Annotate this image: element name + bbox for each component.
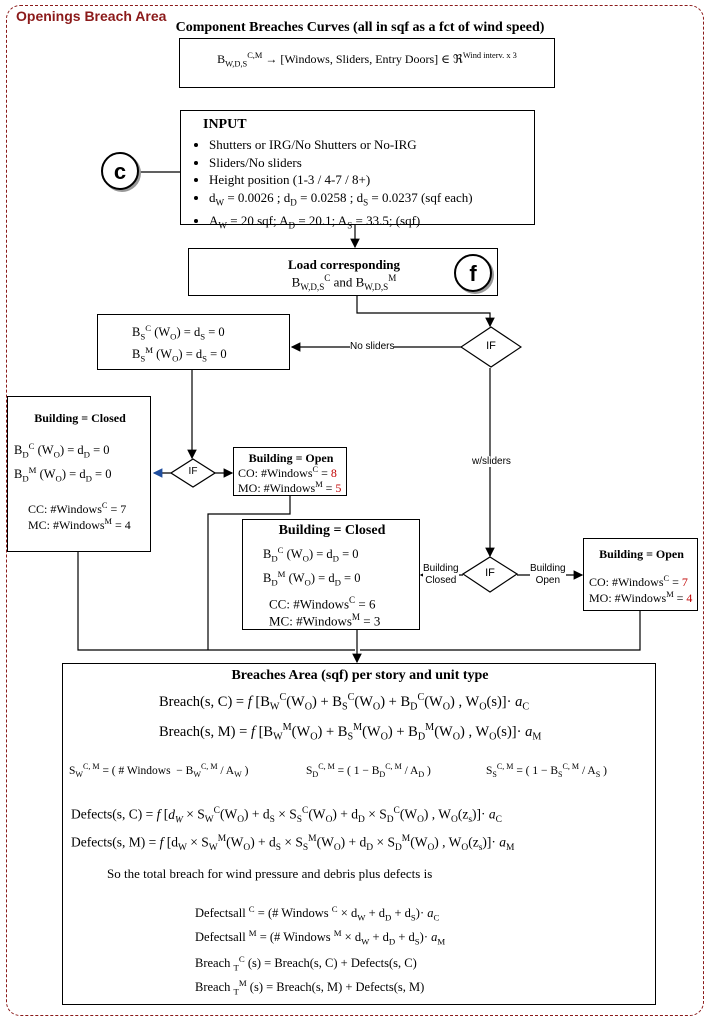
decision-if-left bbox=[170, 458, 216, 488]
input-item: Shutters or IRG/No Shutters or No-IRG bbox=[209, 136, 473, 154]
breaches-title: Breaches Area (sqf) per story and unit t… bbox=[231, 668, 489, 683]
closed-mid-mc: MC: #WindowsM = 3 bbox=[269, 612, 381, 629]
open-right-title: Building = Open bbox=[599, 547, 684, 561]
open-right-co: CO: #WindowsC = 7 bbox=[589, 574, 688, 589]
eq-defectsall-m: Defectsall M = (# Windows M × dW + dD + … bbox=[195, 928, 446, 947]
edge-label-building-closed: Building Closed bbox=[423, 563, 459, 587]
if-label: IF bbox=[486, 340, 496, 352]
open-left-mo: MO: #WindowsM = 5 bbox=[238, 480, 342, 495]
closed-left-mc: MC: #WindowsM = 4 bbox=[28, 517, 131, 532]
closed-mid-title: Building = Closed bbox=[278, 523, 386, 538]
open-right-mo: MO: #WindowsM = 4 bbox=[589, 590, 693, 605]
closed-left-box: Building = Closed BDC (WO) = dD = 0 BDM … bbox=[7, 396, 151, 552]
input-list: Shutters or IRG/No Shutters or No-IRG Sl… bbox=[187, 136, 473, 235]
sliders-box: BSC (WO) = dS = 0 BSM (WO) = dS = 0 bbox=[97, 314, 290, 370]
connector-f-circle: f bbox=[454, 254, 492, 292]
component-title: Component Breaches Curves (all in sqf as… bbox=[175, 20, 545, 35]
input-item: dW = 0.0026 ; dD = 0.0258 ; dS = 0.0237 … bbox=[209, 189, 473, 212]
eq-breach-total-m: Breach TM (s) = Breach(s, M) + Defects(s… bbox=[195, 978, 425, 997]
open-left-box: Building = Open CO: #WindowsC = 8 MO: #W… bbox=[233, 447, 347, 496]
eq-breach-m: Breach(s, M) = f [BWM(WO) + BSM(WO) + BD… bbox=[159, 722, 542, 743]
edge-label-building-open: Building Open bbox=[530, 563, 566, 587]
edge-label-w-sliders: w/sliders bbox=[472, 456, 511, 467]
closed-left-title: Building = Closed bbox=[34, 411, 126, 425]
closed-mid-cc: CC: #WindowsC = 6 bbox=[269, 595, 376, 612]
load-formula: BW,D,SC and BW,D,SM bbox=[291, 273, 397, 292]
if-label: IF bbox=[485, 567, 495, 579]
eq-breach-total-c: Breach TC (s) = Breach(s, C) + Defects(s… bbox=[195, 954, 417, 973]
frame-title: Openings Breach Area bbox=[16, 8, 167, 24]
input-item: AW = 20 sqf; AD = 20.1; AS = 33.5; (sqf) bbox=[209, 212, 473, 235]
outer-frame bbox=[6, 5, 704, 1016]
eq-ss: SSC, M = ( 1 − BSC, M / AS ) bbox=[486, 762, 607, 780]
closed-left-eq-c: BDC (WO) = dD = 0 bbox=[14, 441, 110, 460]
eq-defects-c: Defects(s, C) = f [dW × SWC(WO) + dS × S… bbox=[71, 806, 502, 826]
edge-label-no-sliders: No sliders bbox=[350, 341, 395, 352]
input-box: INPUT Shutters or IRG/No Shutters or No-… bbox=[180, 110, 535, 230]
closed-left-eq-m: BDM (WO) = dD = 0 bbox=[14, 465, 112, 484]
eq-defectsall-c: Defectsall C = (# Windows C × dW + dD + … bbox=[195, 904, 440, 923]
decision-if-top bbox=[460, 326, 522, 368]
open-right-box: Building = Open CO: #WindowsC = 7 MO: #W… bbox=[583, 538, 698, 611]
closed-mid-eq-m: BDM (WO) = dD = 0 bbox=[263, 569, 361, 588]
breaches-sentence: So the total breach for wind pressure an… bbox=[107, 866, 433, 881]
eq-defects-m: Defects(s, M) = f [dW × SWM(WO) + dS × S… bbox=[71, 834, 515, 854]
closed-left-cc: CC: #WindowsC = 7 bbox=[28, 501, 127, 516]
if-label: IF bbox=[188, 466, 198, 477]
open-left-co: CO: #WindowsC = 8 bbox=[238, 465, 337, 480]
component-formula: BW,D,SC,M → [Windows, Sliders, Entry Doo… bbox=[217, 51, 517, 69]
load-box: Load corresponding BW,D,SC and BW,D,SM f bbox=[188, 248, 498, 296]
breaches-box: Breaches Area (sqf) per story and unit t… bbox=[62, 663, 656, 1005]
eq-sd: SDC, M = ( 1 − BDC, M / AD ) bbox=[306, 762, 431, 780]
input-item: Sliders/No sliders bbox=[209, 154, 473, 172]
connector-c-circle: c bbox=[101, 152, 139, 190]
connector-c-line bbox=[130, 171, 180, 173]
input-item: Height position (1-3 / 4-7 / 8+) bbox=[209, 171, 473, 189]
component-box: BW,D,SC,M → [Windows, Sliders, Entry Doo… bbox=[179, 38, 555, 88]
load-title: Load corresponding bbox=[287, 257, 401, 272]
sliders-eq-m: BSM (WO) = dS = 0 bbox=[132, 345, 227, 364]
sliders-eq-c: BSC (WO) = dS = 0 bbox=[132, 323, 225, 342]
eq-breach-c: Breach(s, C) = f [BWC(WO) + BSC(WO) + BD… bbox=[159, 692, 530, 713]
input-title: INPUT bbox=[203, 117, 247, 132]
closed-mid-box: Building = Closed BDC (WO) = dD = 0 BDM … bbox=[242, 519, 420, 630]
decision-if-mid bbox=[462, 556, 518, 593]
closed-mid-eq-c: BDC (WO) = dD = 0 bbox=[263, 545, 359, 564]
open-left-title: Building = Open bbox=[248, 451, 334, 465]
eq-sw: SWC, M = ( # Windows − BWC, M / AW ) bbox=[69, 762, 249, 780]
